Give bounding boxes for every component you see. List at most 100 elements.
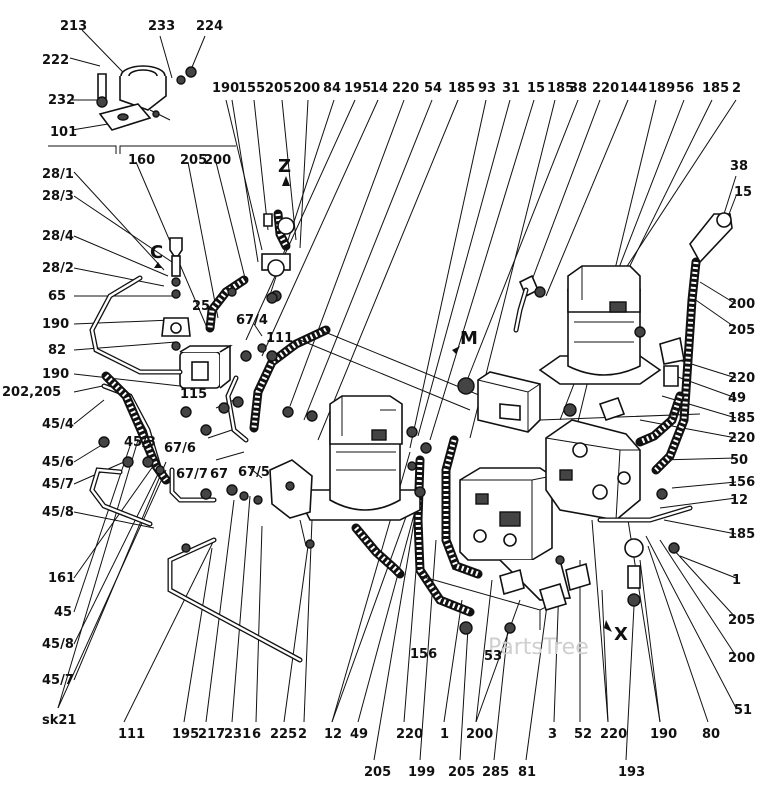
callout: 53 <box>484 649 502 664</box>
callout: 67/7 <box>176 467 208 482</box>
callout: 38 <box>730 159 748 174</box>
callout: 200 <box>293 81 320 96</box>
callout: 52 <box>574 727 592 742</box>
callout: 14 <box>370 81 388 96</box>
callout: 185 <box>728 527 755 542</box>
callout: 233 <box>148 19 175 34</box>
callout: 54 <box>424 81 442 96</box>
callout: 15 <box>527 81 545 96</box>
callout: 49 <box>728 391 746 406</box>
callout: 190 <box>42 317 69 332</box>
callout: 199 <box>408 765 435 780</box>
callout: 200 <box>728 651 755 666</box>
fitting-stack-28 <box>161 237 191 351</box>
filter-canister <box>179 344 233 389</box>
callout: 115 <box>180 387 207 402</box>
callout: 220 <box>392 81 419 96</box>
callout: 161 <box>48 571 75 586</box>
callout: 80 <box>702 727 720 742</box>
callout: 45/7 <box>42 673 74 688</box>
callout: 200 <box>728 297 755 312</box>
bottom-fittings <box>459 555 591 635</box>
callout: 67/5 <box>238 465 270 480</box>
callout: 28/3 <box>42 189 74 204</box>
callout: 67/6 <box>164 441 196 456</box>
callout: 185 <box>448 81 475 96</box>
bracket-assembly-101 <box>96 65 197 131</box>
callout: 1 <box>732 573 741 588</box>
callout: 220 <box>728 371 755 386</box>
callout: 202,205 <box>2 385 61 400</box>
callout: 45/8 <box>42 637 74 652</box>
callout: 195 <box>344 81 371 96</box>
callout: 205 <box>728 323 755 338</box>
callout: 65 <box>48 289 66 304</box>
hoses <box>101 209 701 617</box>
callout: 3 <box>548 727 557 742</box>
callout: 45/6 <box>42 455 74 470</box>
callout: 190 <box>650 727 677 742</box>
callout: 28/2 <box>42 261 74 276</box>
callout: 45/4 <box>42 417 74 432</box>
callout: 205 <box>728 613 755 628</box>
callout: 28/1 <box>42 167 74 182</box>
callout: 225 <box>270 727 297 742</box>
valve-block-right <box>545 419 641 521</box>
callout: 220 <box>600 727 627 742</box>
callout: 101 <box>50 125 77 140</box>
motor-unit-left <box>299 395 421 521</box>
callout: 15 <box>734 185 752 200</box>
callout: 205 <box>265 81 292 96</box>
callout-labels: 213 233 224 222 232 101 190 155 205 200 … <box>2 19 755 780</box>
callout: 144 <box>620 81 647 96</box>
callout: 205 <box>448 765 475 780</box>
control-box-m <box>457 371 541 433</box>
callout: 81 <box>518 765 536 780</box>
callout: 156 <box>728 475 755 490</box>
callout: 217 <box>198 727 225 742</box>
callout: 45/7 <box>42 477 74 492</box>
callout: 111 <box>118 727 145 742</box>
callout: 220 <box>592 81 619 96</box>
callout: 160 <box>128 153 155 168</box>
fitting-38-15 <box>513 212 733 333</box>
callout: 2 <box>732 81 741 96</box>
callout: 84 <box>323 81 341 96</box>
callout: 190 <box>42 367 69 382</box>
right-elbows <box>597 336 693 607</box>
parts-artwork <box>89 65 733 663</box>
callout: 156 <box>410 647 437 662</box>
pipe-runs-left <box>89 275 303 663</box>
view-marker-c: C <box>150 242 163 263</box>
callout: 93 <box>478 81 496 96</box>
callout: 45/8 <box>42 505 74 520</box>
view-marker-x: X <box>614 624 628 645</box>
callout: 155 <box>238 81 265 96</box>
callout: 2 <box>298 727 307 742</box>
callout: 222 <box>42 53 69 68</box>
view-markers: Z C M X <box>150 156 628 645</box>
callout: 51 <box>734 703 752 718</box>
callout: 220 <box>728 431 755 446</box>
leader-lines <box>48 29 737 761</box>
callout: 45/3 <box>124 435 156 450</box>
callout: 49 <box>350 727 368 742</box>
callout: 200 <box>204 153 231 168</box>
fasteners <box>98 286 646 553</box>
view-marker-z: Z <box>278 156 291 177</box>
callout: 82 <box>48 343 66 358</box>
callout: 28/4 <box>42 229 74 244</box>
callout: 285 <box>482 765 509 780</box>
callout: 190 <box>212 81 239 96</box>
callout: 67 <box>210 467 228 482</box>
callout: 67/4 <box>236 313 268 328</box>
callout: 213 <box>60 19 87 34</box>
callout: 111 <box>266 331 293 346</box>
callout: 193 <box>618 765 645 780</box>
callout: 6 <box>252 727 261 742</box>
callout: 224 <box>196 19 223 34</box>
callout: 31 <box>502 81 520 96</box>
callout: 185 <box>702 81 729 96</box>
fitting-z <box>261 213 295 302</box>
